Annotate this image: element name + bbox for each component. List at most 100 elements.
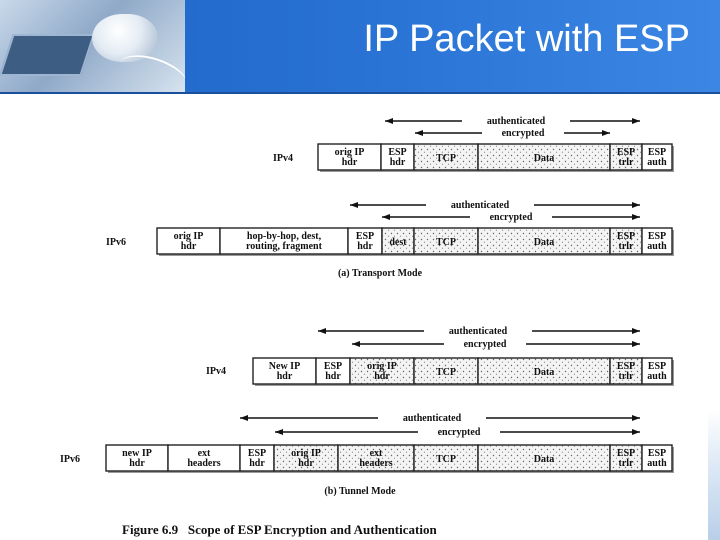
packet-field <box>337 444 415 472</box>
packet-field-label: dest <box>389 237 407 248</box>
packet-field-label: ESP <box>324 361 342 372</box>
packet-field-label: auth <box>647 371 667 382</box>
packet-field-label: hdr <box>390 157 406 168</box>
slide-header: IP Packet with ESP <box>0 0 720 92</box>
packet-field-label: ESP <box>648 231 666 242</box>
packet-field-label: hdr <box>342 157 358 168</box>
packet-field-label: ESP <box>617 147 635 158</box>
packet-field <box>609 357 643 385</box>
packet-field-label: ESP <box>356 231 374 242</box>
mouse-image <box>92 14 158 62</box>
packet-field-label: trlr <box>619 458 635 469</box>
packet-field-label: Data <box>534 153 555 164</box>
packet-field <box>347 227 383 255</box>
encrypted-label: encrypted <box>438 427 481 438</box>
figure-caption: Figure 6.9 Scope of ESP Encryption and A… <box>122 522 437 537</box>
transport-ipv4-auth-arrow: authenticated <box>385 114 640 127</box>
packet-field-label: hdr <box>277 371 293 382</box>
transport-ipv4-enc-arrow: encrypted <box>415 126 610 139</box>
tunnel-mode-caption: (b) Tunnel Mode <box>324 486 396 497</box>
row-label-transport-ipv4: IPv4 <box>273 153 293 164</box>
packet-field-label: hdr <box>357 241 373 252</box>
packet-field <box>641 143 673 171</box>
packet-field-label: hdr <box>249 458 265 469</box>
transport-mode-caption: (a) Transport Mode <box>338 268 423 279</box>
decorative-strip <box>708 410 720 540</box>
packet-field <box>239 444 275 472</box>
tunnel-ipv6-auth-arrow: authenticated <box>240 411 640 424</box>
authenticated-label: authenticated <box>487 116 546 127</box>
keyboard-image <box>0 34 95 76</box>
packet-field <box>641 227 673 255</box>
packet-field <box>641 444 673 472</box>
packet-field-label: TCP <box>436 153 456 164</box>
tunnel-ipv4-auth-arrow: authenticated <box>318 324 640 337</box>
packet-field-label: ESP <box>617 361 635 372</box>
packet-field-label: ESP <box>617 448 635 459</box>
packet-field-label: ESP <box>248 448 266 459</box>
packet-field-label: trlr <box>619 371 635 382</box>
header-divider <box>0 92 720 94</box>
packet-field-label: orig IP <box>367 361 397 372</box>
transport-ipv6-enc-arrow: encrypted <box>382 210 640 223</box>
packet-field <box>219 227 349 255</box>
packet-field-label: headers <box>359 458 392 469</box>
packet-field <box>413 143 479 171</box>
packet-field <box>167 444 241 472</box>
packet-field-label: Data <box>534 237 555 248</box>
packet-field <box>609 444 643 472</box>
authenticated-label: authenticated <box>403 413 462 424</box>
encrypted-label: encrypted <box>490 212 533 223</box>
row-label-tunnel-ipv6: IPv6 <box>60 454 80 465</box>
slide-title: IP Packet with ESP <box>363 18 690 60</box>
packet-field-label: ext <box>198 448 211 459</box>
packet-field <box>477 357 611 385</box>
packet-field <box>477 227 611 255</box>
packet-field-label: ESP <box>388 147 406 158</box>
packet-field-label: Data <box>534 367 555 378</box>
packet-field-label: auth <box>647 241 667 252</box>
packet-field-label: hdr <box>374 371 390 382</box>
packet-field-label: hdr <box>181 241 197 252</box>
packet-field-label: orig IP <box>291 448 321 459</box>
packet-field-label: TCP <box>436 454 456 465</box>
packet-field-label: New IP <box>269 361 300 372</box>
packet-field-label: hdr <box>129 458 145 469</box>
packet-field-label: ESP <box>648 448 666 459</box>
header-photo <box>0 0 185 92</box>
packet-field-label: headers <box>187 458 220 469</box>
esp-scope-figure: authenticated encrypted IPv4 orig IPhdrE… <box>60 114 674 537</box>
packet-field-label: trlr <box>619 157 635 168</box>
packet-field-label: hdr <box>325 371 341 382</box>
tunnel-ipv4-enc-arrow: encrypted <box>352 337 640 350</box>
packet-field-label: trlr <box>619 241 635 252</box>
packet-field <box>349 357 415 385</box>
packet-field-label: hdr <box>298 458 314 469</box>
packet-field <box>641 357 673 385</box>
packet-field-label: new IP <box>122 448 152 459</box>
packet-field-label: orig IP <box>174 231 204 242</box>
encrypted-label: encrypted <box>502 128 545 139</box>
packet-field-label: TCP <box>436 367 456 378</box>
packet-field <box>156 227 221 255</box>
authenticated-label: authenticated <box>451 200 510 211</box>
encrypted-label: encrypted <box>464 339 507 350</box>
packet-field-label: ESP <box>648 147 666 158</box>
tunnel-ipv6-enc-arrow: encrypted <box>275 425 640 438</box>
row-label-tunnel-ipv4: IPv4 <box>206 366 226 377</box>
packet-field-label: auth <box>647 458 667 469</box>
packet-field <box>609 143 643 171</box>
packet-field-label: auth <box>647 157 667 168</box>
packet-field <box>105 444 169 472</box>
packet-field-label: ESP <box>617 231 635 242</box>
transport-ipv6-auth-arrow: authenticated <box>350 198 640 211</box>
packet-field-label: ESP <box>648 361 666 372</box>
packet-field <box>252 357 317 385</box>
packet-field <box>413 444 479 472</box>
packet-field-label: hop-by-hop, dest, <box>247 231 322 242</box>
row-label-transport-ipv6: IPv6 <box>106 237 126 248</box>
